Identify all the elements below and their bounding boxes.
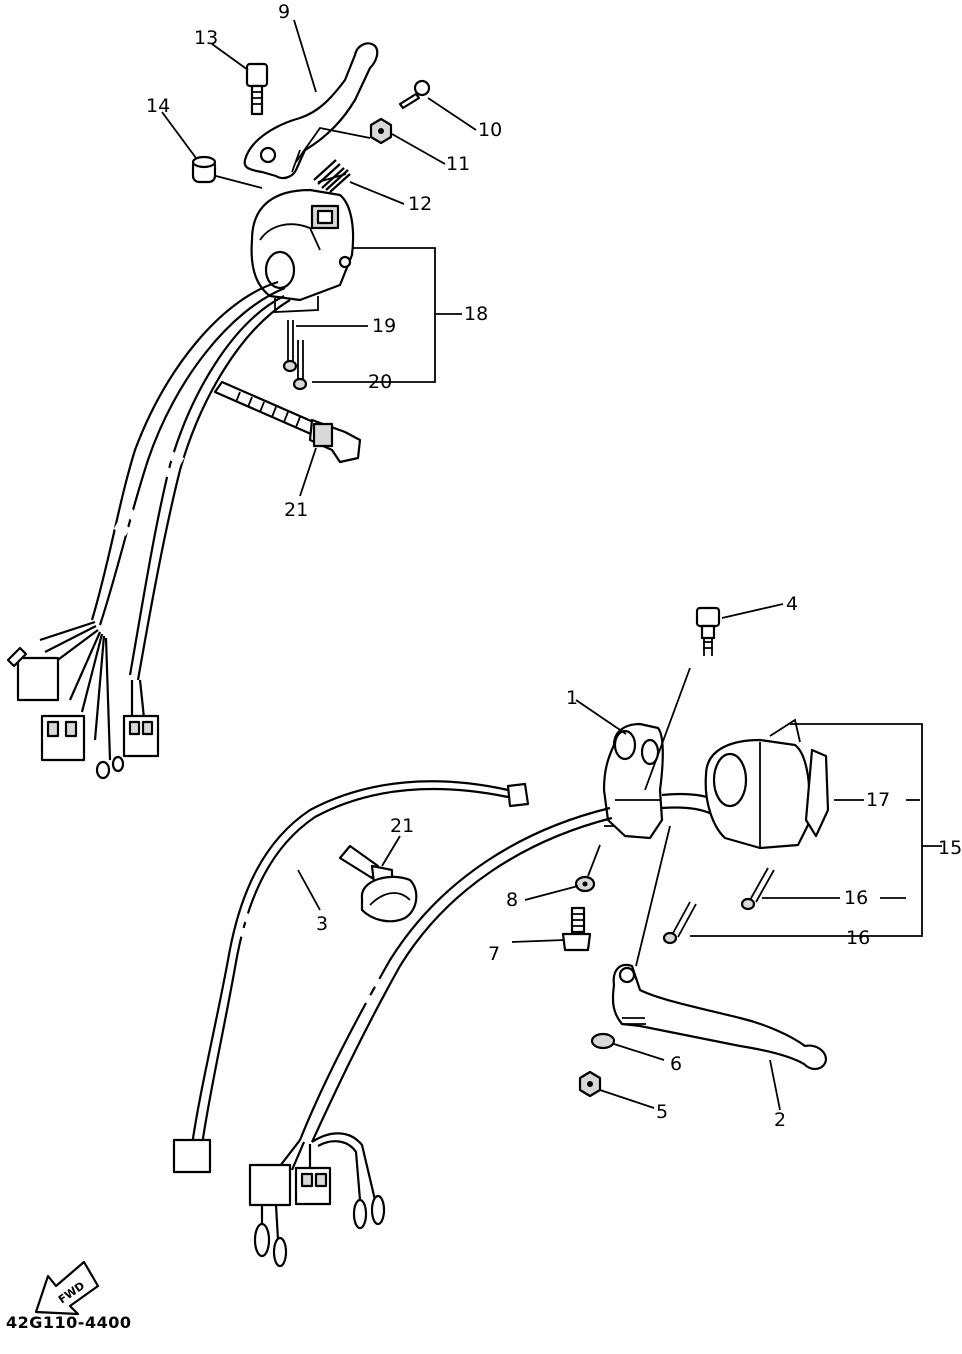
callout-21-upper: 21 [284,499,308,521]
callout-1: 1 [566,687,578,709]
part-4-bolt [695,606,721,656]
callout-labels: 9 13 14 10 11 12 18 19 20 21 4 1 17 15 2… [146,1,962,1131]
part-21-cable-band [213,380,362,464]
callout-15: 15 [938,837,962,859]
callout-8: 8 [506,889,518,911]
part-11-nut [369,117,393,145]
part-13-bolt [245,62,269,116]
part-17-switch-housing [704,718,830,850]
callout-19: 19 [372,315,396,337]
callout-2: 2 [774,1109,786,1131]
leader-lines [161,19,942,1111]
part-8-washer [574,875,596,893]
upper-connector-left [6,620,125,780]
part-16-screw-a [740,867,775,911]
part-18-switch-housing [250,188,355,313]
part-19-screw [282,320,298,373]
callout-18: 18 [464,303,488,325]
callout-4: 4 [786,593,798,615]
callout-12: 12 [408,193,432,215]
part-3-cable [172,780,530,1174]
callout-16-a: 16 [844,887,868,909]
part-14-collar [191,155,217,184]
part-21-cable-band-lower [338,844,418,923]
callout-16-b: 16 [846,927,870,949]
callout-21-lower: 21 [390,815,414,837]
callout-11: 11 [446,153,470,175]
part-7-screw [561,906,592,952]
fwd-arrow-icon: FWD [34,1260,100,1316]
upper-wire-harness [90,280,291,681]
callout-20: 20 [368,371,392,393]
part-20-screw [292,340,308,391]
part-1-master-cylinder [602,722,664,840]
part-16-screw-b [662,901,697,945]
upper-connector-right [122,679,160,758]
callout-14: 14 [146,95,170,117]
lower-wire-harness [248,806,613,1268]
part-6-washer [590,1032,616,1050]
callout-10: 10 [478,119,502,141]
callout-6: 6 [670,1053,682,1075]
callout-9: 9 [278,1,290,23]
callout-5: 5 [656,1101,668,1123]
part-12-spring [313,159,351,193]
diagram-code: 42G110-4400 [6,1313,132,1332]
part-9-lever [243,42,379,180]
part-5-nut [578,1070,602,1098]
callout-17: 17 [866,789,890,811]
part-2-lever [611,963,828,1070]
callout-7: 7 [488,943,500,965]
part-10-screw [398,79,431,110]
callout-3: 3 [316,913,328,935]
callout-13: 13 [194,27,218,49]
